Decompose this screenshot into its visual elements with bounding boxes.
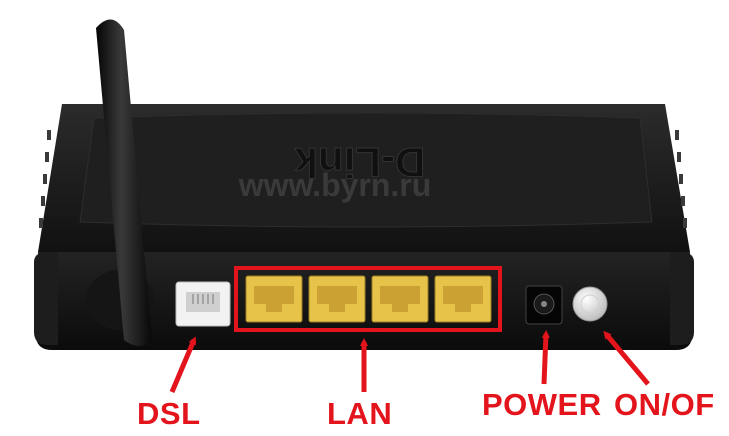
power-switch-icon xyxy=(572,286,608,322)
arrow-icon xyxy=(603,330,650,386)
arrow-icon xyxy=(169,336,197,393)
lan-port-icon xyxy=(434,275,492,323)
lan-port-icon xyxy=(308,275,366,323)
watermark: www.byrn.ru xyxy=(238,167,432,203)
lan-port-icon xyxy=(371,275,429,323)
power-jack-icon xyxy=(525,285,563,325)
dsl-port-icon xyxy=(175,281,231,327)
brand-logo: D-Link xyxy=(294,139,425,186)
power-label: POWER xyxy=(482,387,602,422)
lan-label: LAN xyxy=(327,396,393,431)
lan-highlight-frame xyxy=(234,266,502,332)
lan-ports-group xyxy=(234,266,502,332)
onoff-label: ON/OF xyxy=(614,387,715,422)
antenna-icon xyxy=(86,19,154,346)
arrow-icon xyxy=(541,330,550,385)
dsl-label: DSL xyxy=(137,396,201,431)
lan-port-icon xyxy=(245,275,303,323)
